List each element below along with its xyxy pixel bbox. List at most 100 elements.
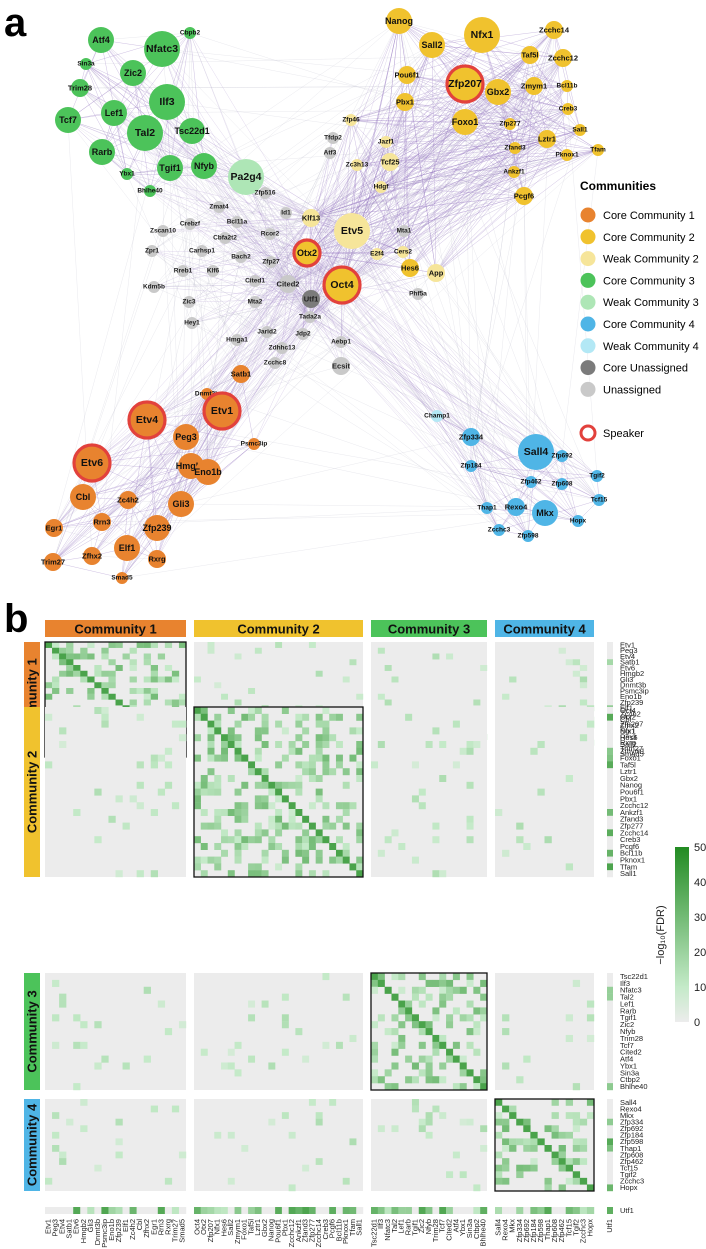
heat-cell bbox=[411, 1014, 419, 1022]
edge-otx2-ybx1 bbox=[126, 173, 308, 254]
utf1-cell bbox=[94, 1207, 102, 1214]
row-label-zfp462: Zfp462 bbox=[620, 1157, 643, 1166]
col-label-smad5: Smad5 bbox=[177, 1219, 186, 1243]
heat-cell bbox=[558, 1158, 566, 1165]
edge-cited2-lztr1 bbox=[287, 138, 548, 285]
edge-tada2a-cbfa2t2 bbox=[224, 237, 311, 318]
edge-klf13-nfx1 bbox=[310, 34, 483, 219]
edge-ecsit-pbx1 bbox=[340, 101, 406, 367]
column-header-label: Community 4 bbox=[503, 622, 586, 637]
edge-zfp207-sall1 bbox=[464, 83, 581, 131]
node-zfp334: Zfp334 bbox=[459, 428, 484, 446]
column-header-community-2: Community 2 bbox=[194, 620, 363, 637]
edge-lztr1-tcf25 bbox=[389, 138, 548, 163]
legend-item-core-community-4: Core Community 4 bbox=[580, 316, 695, 332]
utf1-cell bbox=[52, 1207, 60, 1214]
col-label-zfp462: Zfp462 bbox=[557, 1219, 566, 1242]
heat-cell bbox=[94, 682, 102, 689]
heat-cell bbox=[432, 822, 440, 830]
heat-cell bbox=[530, 1158, 538, 1165]
edge-dnmt3b-zc4h2 bbox=[127, 393, 208, 501]
row-label-smad5: Smad5 bbox=[620, 750, 644, 759]
heat-cell bbox=[157, 788, 166, 796]
edge-tada2a-sall4 bbox=[309, 316, 537, 453]
node-label-cited1: Cited1 bbox=[245, 278, 265, 285]
edge-zc4h2-etv1 bbox=[127, 410, 223, 501]
legend-label: Weak Community 2 bbox=[603, 254, 699, 266]
col-label-tsc22d1: Tsc22d1 bbox=[369, 1219, 378, 1247]
edge-zcchc14-bcl11a bbox=[236, 29, 555, 223]
heat-cell bbox=[418, 788, 426, 796]
node-label-zic3: Zic3 bbox=[182, 299, 195, 306]
legend-swatch bbox=[580, 316, 596, 332]
node-trim27: Trim27 bbox=[41, 553, 65, 571]
heat-cell bbox=[523, 1125, 531, 1133]
side-cell bbox=[607, 795, 613, 803]
edge-tada2a-zfp692 bbox=[309, 316, 563, 457]
heat-cell bbox=[94, 1021, 102, 1029]
edge-sall2-creb3 bbox=[431, 44, 569, 110]
heat-cell bbox=[572, 979, 581, 987]
heat-cell bbox=[411, 1021, 419, 1029]
edge-zfand3-zfp184 bbox=[470, 147, 516, 467]
row-label-zfp239: Zfp239 bbox=[620, 698, 643, 707]
col-label-egr1: Egr1 bbox=[149, 1219, 158, 1235]
edge-etv5-champ1 bbox=[351, 230, 438, 417]
block-1-2 bbox=[371, 707, 487, 878]
block-1-3 bbox=[495, 707, 595, 877]
heat-cell bbox=[254, 768, 262, 776]
heat-cell bbox=[452, 1055, 460, 1063]
heat-cell bbox=[398, 973, 406, 981]
edge-zfp334-zfp598 bbox=[470, 436, 529, 537]
row-label-otx2: Otx2 bbox=[620, 713, 636, 722]
edge-oct4-bhlhe40 bbox=[149, 190, 343, 286]
col-label-zfp277: Zfp277 bbox=[307, 1219, 316, 1242]
heat-cell bbox=[586, 1099, 595, 1106]
node-label-etv1: Etv1 bbox=[211, 405, 233, 417]
heat-cell bbox=[466, 973, 474, 981]
heat-cell bbox=[164, 699, 173, 706]
heat-cell bbox=[261, 870, 269, 878]
heat-cell bbox=[315, 775, 323, 782]
edge-otx2-phf5a bbox=[306, 252, 419, 295]
edge-jazf1-zc3h13 bbox=[356, 141, 387, 166]
edge-tada2a-zpr1 bbox=[151, 250, 311, 318]
edge-klf13-hdgf bbox=[310, 186, 382, 219]
edge-ankzf1-app bbox=[435, 171, 515, 274]
utf1-cell bbox=[356, 1207, 364, 1214]
heat-cell bbox=[143, 659, 151, 666]
heat-cell bbox=[466, 822, 474, 830]
heat-cell bbox=[308, 754, 316, 762]
heat-cell bbox=[565, 775, 573, 782]
edge-tcf25-rexo4 bbox=[389, 161, 517, 508]
edge-zcchc12-sall1 bbox=[562, 57, 581, 131]
row-header-label: Community 4 bbox=[25, 1103, 40, 1186]
heat-cell bbox=[432, 1048, 440, 1056]
heat-cell bbox=[234, 802, 242, 810]
heat-cell bbox=[73, 670, 81, 677]
node-label-carhsp1: Carhsp1 bbox=[189, 248, 215, 255]
heat-cell bbox=[281, 1048, 289, 1056]
node-label-tal2: Tal2 bbox=[135, 127, 155, 139]
heat-cell bbox=[248, 1014, 256, 1022]
heat-cell bbox=[432, 1034, 440, 1043]
edge-champ1-zfp608 bbox=[436, 415, 563, 485]
heat-cell bbox=[459, 1062, 467, 1070]
heat-cell bbox=[371, 1021, 379, 1029]
utf1-cell bbox=[288, 1207, 296, 1214]
heat-cell bbox=[115, 795, 123, 803]
edge-zfp27-zfp692 bbox=[270, 261, 563, 457]
node-label-bach2: Bach2 bbox=[231, 254, 251, 261]
heat-cell bbox=[308, 642, 316, 648]
edge-pknox1-oct4 bbox=[341, 154, 568, 286]
heat-cell bbox=[281, 1014, 289, 1022]
heat-cell bbox=[268, 802, 276, 810]
side-cell bbox=[607, 1105, 613, 1113]
utf1-cell bbox=[178, 1207, 187, 1214]
edge-rcor2-cbpb2 bbox=[189, 32, 271, 235]
edge-otx2-nfatc3 bbox=[161, 48, 308, 254]
edge-etv5-nanog bbox=[351, 20, 400, 232]
heat-cell bbox=[356, 693, 364, 700]
heat-cell bbox=[52, 1014, 60, 1022]
heat-cell bbox=[349, 754, 357, 762]
